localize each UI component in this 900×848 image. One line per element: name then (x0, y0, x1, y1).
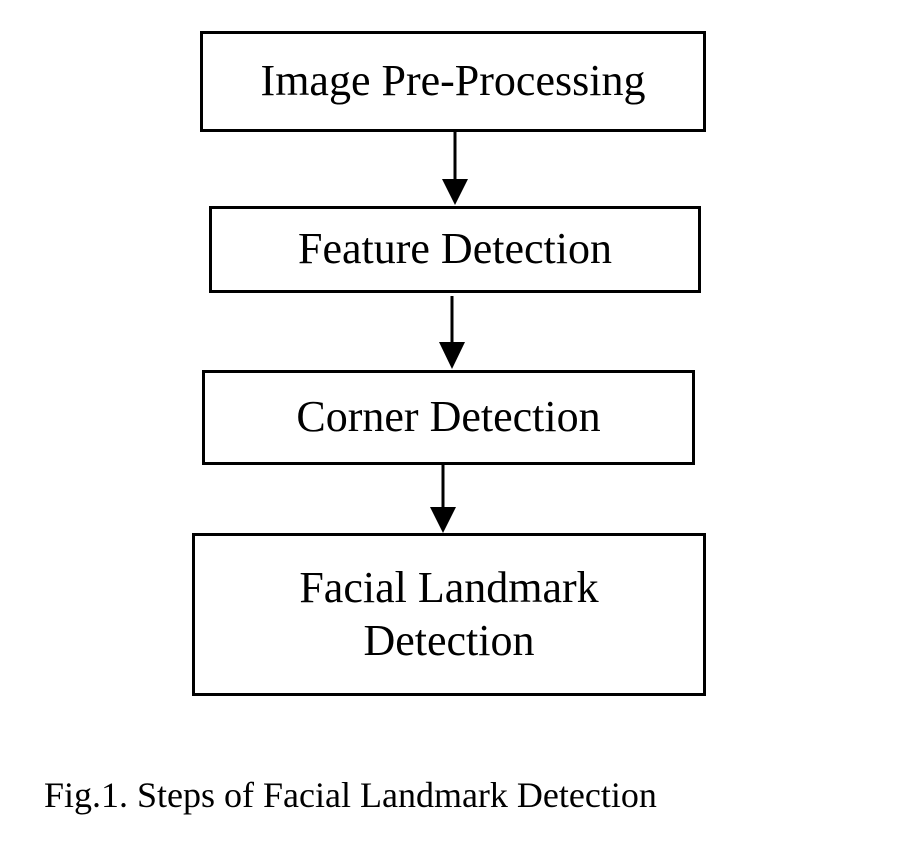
step-label: Image Pre-Processing (260, 56, 646, 106)
step-label: Feature Detection (298, 224, 612, 274)
step-facial-landmark-detection: Facial Landmark Detection (192, 533, 706, 696)
arrow-step3-to-step4 (430, 465, 456, 533)
arrow-step1-to-step2 (442, 132, 468, 205)
step-image-pre-processing: Image Pre-Processing (200, 31, 706, 132)
figure-caption: Fig.1. Steps of Facial Landmark Detectio… (44, 775, 657, 815)
step-label-line-1: Facial Landmark (299, 562, 599, 612)
step-label: Corner Detection (296, 392, 601, 442)
step-feature-detection: Feature Detection (209, 206, 701, 293)
step-corner-detection: Corner Detection (202, 370, 695, 465)
step-label-line-2: Detection (363, 615, 535, 665)
arrow-step2-to-step3 (439, 296, 465, 369)
